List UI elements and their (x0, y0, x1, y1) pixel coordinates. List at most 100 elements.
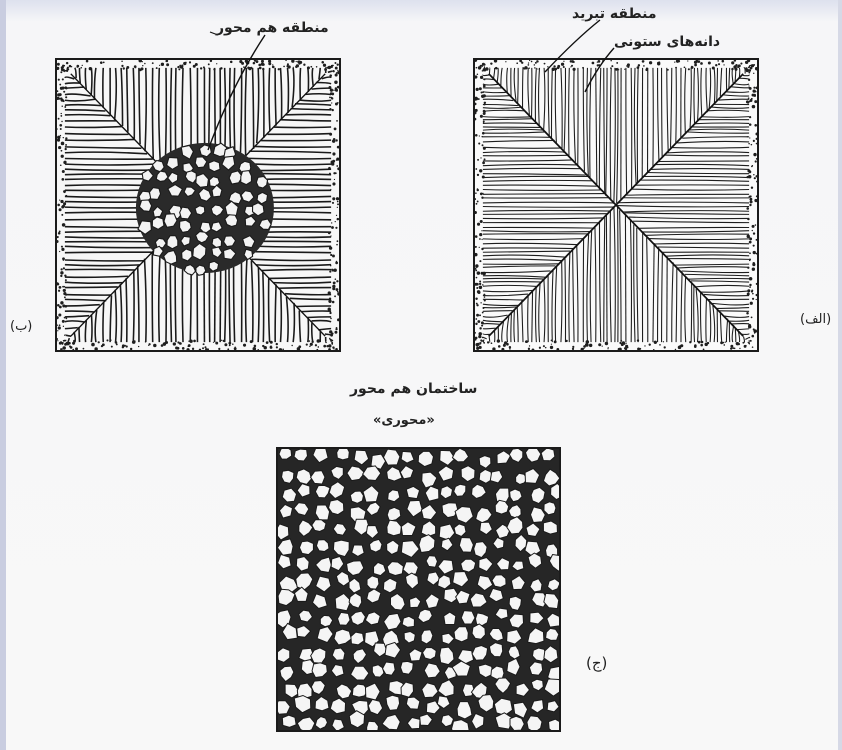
chill-speck (57, 304, 60, 307)
fiber-line (483, 214, 607, 215)
chill-speck (749, 170, 752, 173)
grain (167, 236, 178, 249)
chill-speck (585, 343, 589, 347)
chill-speck (750, 340, 751, 341)
grain (241, 171, 252, 185)
chill-speck (476, 347, 479, 350)
chill-speck (477, 271, 480, 274)
chill-speck (66, 342, 68, 344)
chill-speck (551, 340, 553, 342)
chill-speck (59, 324, 61, 326)
chill-speck (266, 341, 269, 344)
fiber-line (328, 71, 332, 72)
chill-speck (65, 195, 67, 197)
chill-speck (337, 240, 339, 242)
chill-speck (731, 61, 734, 64)
chill-speck (748, 97, 750, 99)
chill-speck (332, 152, 335, 155)
chill-speck (480, 339, 482, 341)
chill-speck (250, 340, 253, 343)
chill-speck (667, 69, 669, 71)
chill-speck (649, 61, 652, 64)
chill-speck (555, 68, 558, 71)
chill-speck (272, 66, 275, 69)
chill-speck (479, 260, 481, 262)
grain (510, 716, 524, 730)
chill-speck (335, 227, 337, 229)
chill-speck (331, 109, 333, 111)
chill-speck (572, 348, 574, 350)
chill-speck (337, 203, 339, 205)
chill-speck (243, 344, 246, 347)
chill-speck (60, 71, 62, 73)
chill-speck (748, 85, 749, 86)
chill-speck (482, 340, 484, 342)
chill-speck (752, 346, 754, 348)
chill-speck (323, 345, 326, 348)
fiber-line (483, 264, 559, 265)
chill-speck (103, 61, 105, 63)
chill-speck (183, 62, 186, 65)
chill-speck (123, 67, 125, 69)
ingot-columnar-chill-svg (475, 60, 757, 350)
chill-speck (477, 174, 479, 176)
chill-speck (57, 93, 60, 96)
chill-speck (572, 346, 574, 348)
chill-speck (645, 69, 647, 71)
panel-be-ingot (55, 58, 341, 352)
chill-speck (753, 232, 755, 234)
chill-speck (749, 196, 751, 198)
chill-speck (752, 293, 754, 295)
chill-speck (58, 232, 61, 235)
chill-speck (479, 286, 482, 289)
chill-speck (495, 68, 496, 69)
chill-speck (717, 60, 719, 62)
chill-speck (701, 341, 704, 344)
chill-speck (715, 64, 717, 66)
chill-speck (688, 68, 690, 70)
chill-speck (156, 67, 158, 69)
chill-speck (61, 150, 63, 152)
fiber-line (65, 269, 135, 270)
chill-speck (707, 342, 709, 344)
chill-speck (57, 204, 60, 207)
fiber-line (65, 287, 118, 288)
chill-speck (216, 63, 217, 64)
chill-speck (694, 344, 697, 347)
fiber-line (296, 306, 331, 307)
fiber-line (483, 248, 574, 249)
chill-speck (336, 280, 338, 282)
chill-speck (620, 340, 622, 342)
chill-speck (481, 239, 482, 240)
fiber-line (719, 311, 749, 312)
chill-speck (475, 269, 477, 271)
chill-speck (749, 241, 752, 244)
chill-speck (479, 233, 482, 236)
grain (212, 237, 222, 247)
chill-speck (637, 66, 640, 69)
chill-speck (58, 326, 61, 329)
chill-speck (736, 343, 737, 344)
chill-speck (60, 164, 62, 166)
chill-speck (334, 127, 337, 130)
chill-speck (63, 202, 66, 205)
fiber-line (631, 68, 632, 190)
chill-speck (61, 268, 63, 270)
chill-speck (479, 169, 482, 172)
chill-speck (754, 124, 757, 127)
chill-speck (737, 66, 739, 68)
chill-speck (684, 66, 686, 68)
chill-speck (674, 61, 675, 62)
chill-speck (756, 299, 757, 300)
chill-speck (484, 78, 486, 80)
columnar-grains-label: دانه‌های ستونی (614, 34, 720, 50)
chill-speck (723, 64, 724, 65)
chill-speck (563, 66, 565, 68)
chill-speck (605, 342, 608, 345)
chill-speck (121, 65, 123, 67)
chill-speck (748, 79, 750, 81)
chill-speck (484, 111, 486, 113)
chill-speck (336, 165, 338, 167)
chill-speck (610, 60, 611, 61)
chill-speck (642, 60, 645, 63)
